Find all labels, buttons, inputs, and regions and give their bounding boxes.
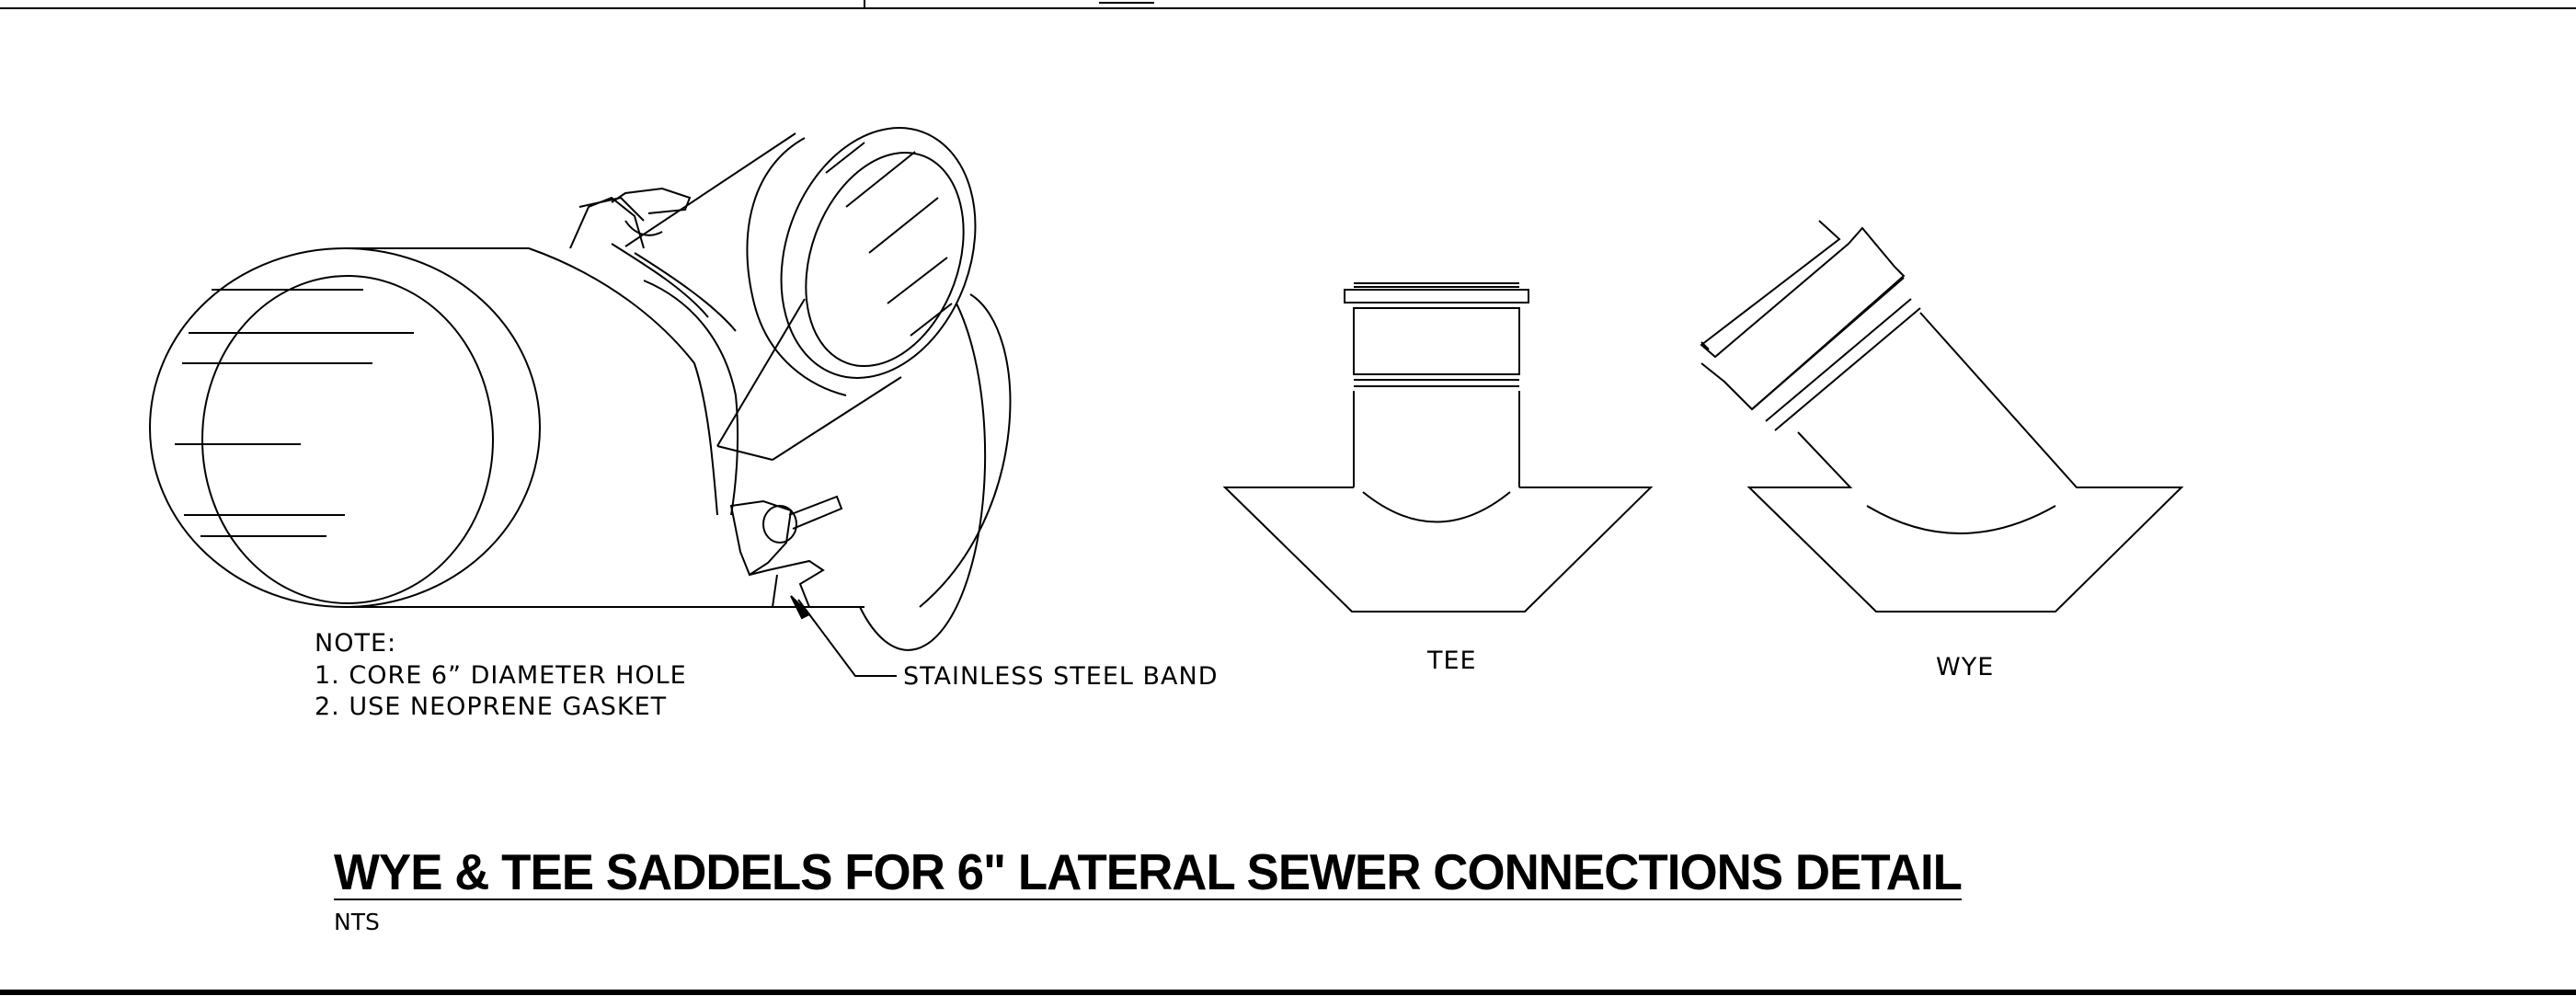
wye-fitting bbox=[1700, 220, 2184, 612]
note-heading: NOTE: bbox=[315, 629, 396, 658]
band-callout-label: STAINLESS STEEL BAND bbox=[903, 662, 1218, 691]
drawing-title: WYE & TEE SADDELS FOR 6" LATERAL SEWER C… bbox=[334, 843, 1962, 900]
saddle-pipe-detail bbox=[149, 127, 1012, 651]
tee-fitting bbox=[1222, 282, 1654, 612]
band-leader-arrow bbox=[790, 595, 897, 677]
note-item-2: 2. USE NEOPRENE GASKET bbox=[315, 693, 667, 721]
scale-note: NTS bbox=[334, 909, 380, 935]
tee-label: TEE bbox=[1426, 647, 1477, 675]
wye-label: WYE bbox=[1936, 653, 1994, 681]
note-item-1: 1. CORE 6” DIAMETER HOLE bbox=[315, 661, 687, 690]
